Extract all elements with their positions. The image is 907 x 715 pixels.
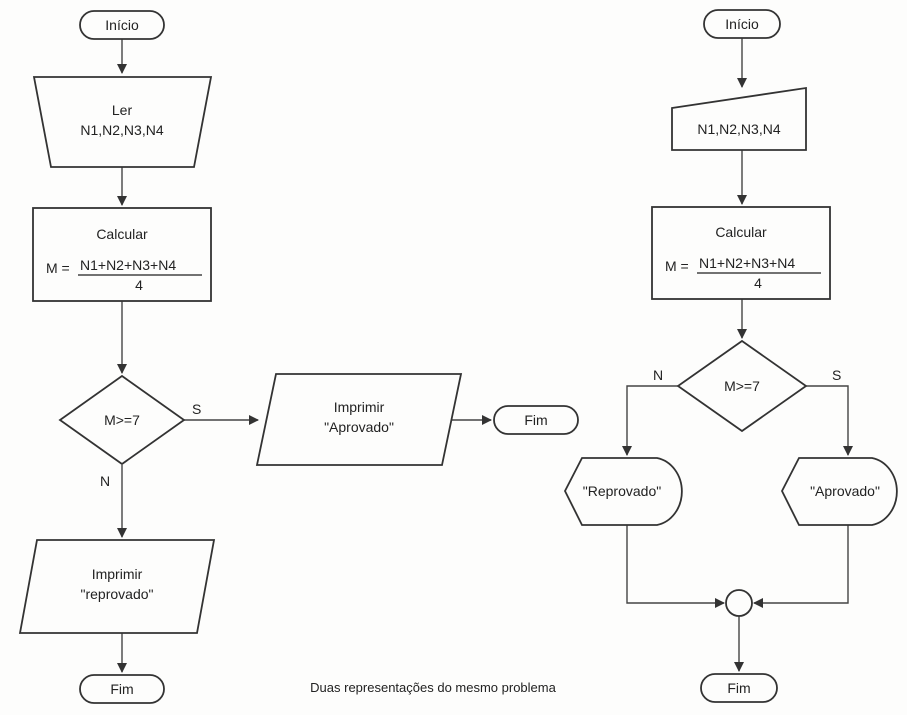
right-calc-title: Calcular: [715, 224, 767, 240]
right-arrow-yes-branch: [806, 385, 853, 456]
left-read-label: Ler: [112, 102, 133, 118]
right-yes-label: S: [832, 367, 841, 383]
right-arrow-approved-merge: [753, 524, 849, 608]
right-calc-numerator: N1+N2+N3+N4: [699, 255, 795, 271]
right-input-shape: [671, 86, 807, 151]
right-display-approved-shape: [780, 457, 898, 526]
right-calc-denominator: 4: [754, 275, 762, 291]
left-calc-numerator: N1+N2+N3+N4: [80, 257, 176, 273]
left-start-terminator: [79, 10, 165, 40]
right-start-label: Início: [725, 16, 759, 32]
left-calc-process: [32, 207, 212, 302]
left-calc-denominator: 4: [135, 277, 143, 293]
right-merge-connector: [725, 589, 753, 617]
left-end-terminator-yes: [493, 405, 579, 435]
right-arrow-failed-merge: [626, 524, 725, 608]
figure-caption: Duas representações do mesmo problema: [310, 680, 556, 695]
right-calc-lhs: M =: [665, 258, 689, 274]
left-calc-lhs: M =: [46, 260, 70, 276]
right-decision-diamond: [676, 339, 808, 433]
right-display-failed-shape: [563, 457, 683, 526]
left-end-yes-label: Fim: [524, 412, 547, 428]
left-decision-label: M>=7: [104, 412, 140, 428]
left-print-failed-line1: Imprimir: [92, 566, 143, 582]
right-decision-label: M>=7: [724, 378, 760, 394]
left-read-input-shape: [32, 76, 213, 168]
left-end-terminator-no: [79, 674, 165, 704]
left-end-no-label: Fim: [110, 681, 133, 697]
left-calc-title: Calcular: [96, 226, 148, 242]
left-print-failed-line2: "reprovado": [81, 586, 154, 602]
right-start-terminator: [703, 9, 781, 39]
left-yes-label: S: [192, 401, 201, 417]
right-display-failed-label: "Reprovado": [583, 483, 661, 499]
right-no-label: N: [653, 367, 663, 383]
left-no-label: N: [100, 473, 110, 489]
left-print-approved-shape: [255, 373, 463, 466]
left-print-approved-line1: Imprimir: [334, 399, 385, 415]
right-arrow-no-branch: [622, 385, 678, 456]
right-end-terminator: [700, 673, 778, 703]
right-input-label: N1,N2,N3,N4: [697, 121, 780, 137]
left-print-failed-shape: [18, 539, 216, 634]
left-print-approved-line2: "Aprovado": [324, 419, 394, 435]
right-end-label: Fim: [727, 680, 750, 696]
left-flowchart: Início Ler N1,N2,N3,N4 Calcular M = N1+N…: [18, 10, 579, 704]
left-start-label: Início: [105, 17, 139, 33]
right-flowchart: Início N1,N2,N3,N4 Calcular M = N1+N2+N3…: [563, 9, 898, 703]
right-display-approved-label: "Aprovado": [810, 483, 880, 499]
right-calc-process: [651, 206, 831, 300]
left-decision-diamond: [58, 374, 186, 466]
left-read-vars: N1,N2,N3,N4: [80, 122, 163, 138]
